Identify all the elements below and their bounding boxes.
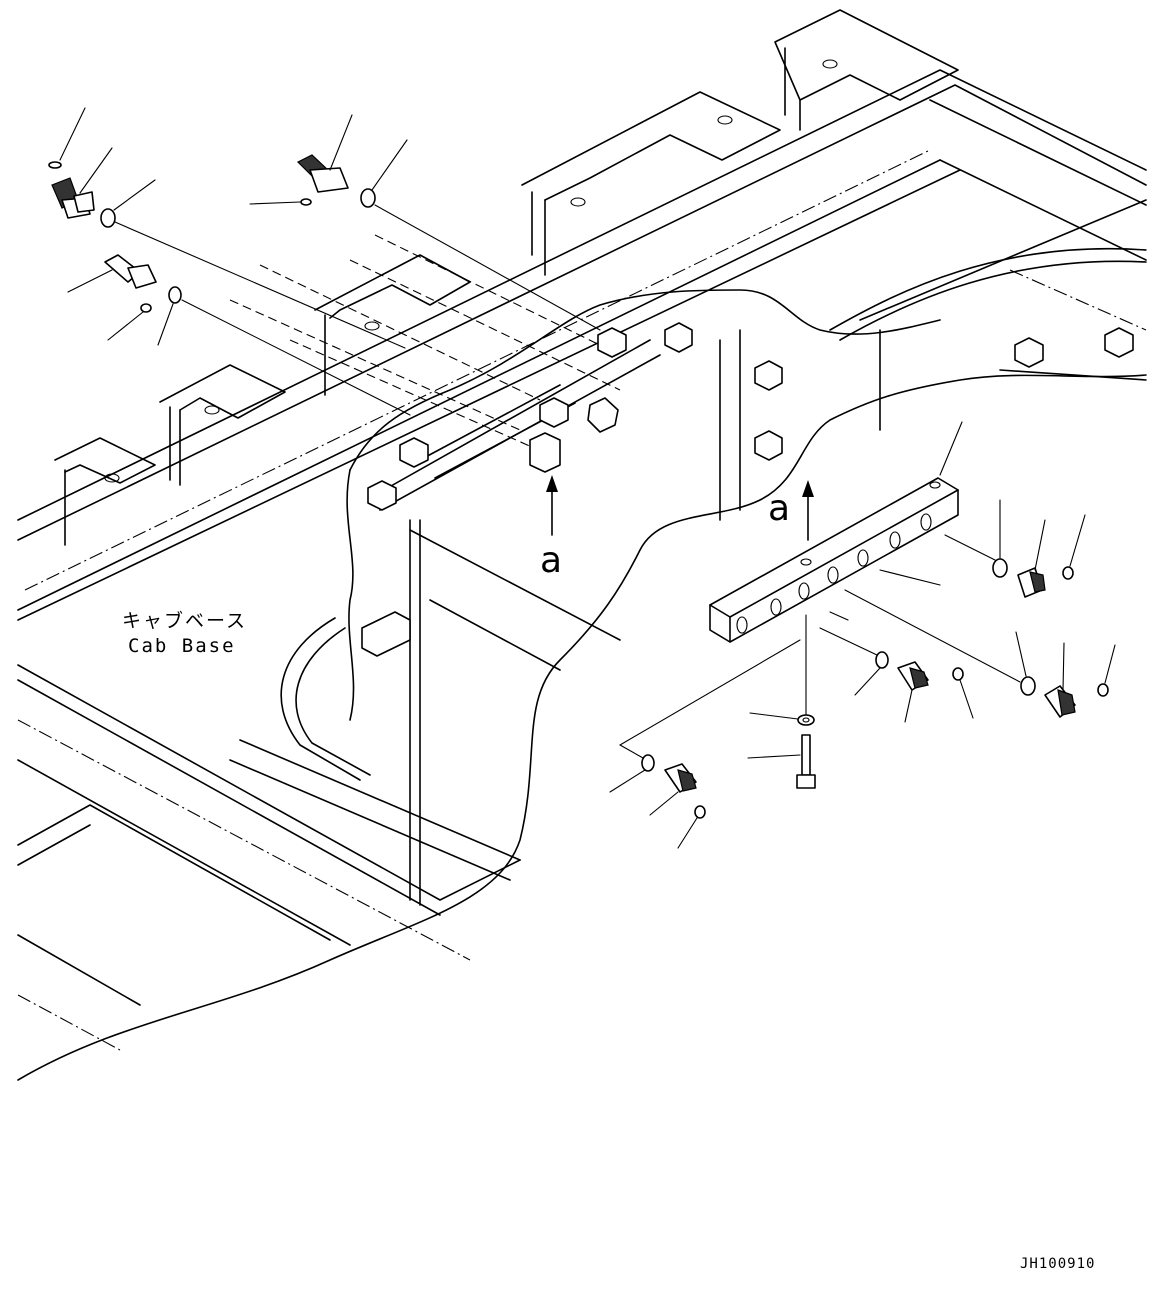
fittings-right-upper [879,499,1086,598]
cutaway-boundary [17,374,1147,1081]
cutaway-boundary-left [346,469,355,721]
washer [749,712,815,726]
cutaway-boundary-upper [349,289,941,471]
cab-base-label-en: Cab Base [128,635,236,657]
tube-channel [374,329,741,906]
straight-fitting-left [67,254,411,416]
view-arrow-right: a [768,480,814,541]
view-mark-left: a [540,540,562,581]
frame-lower [17,529,621,1051]
straight-fitting-top [249,114,601,331]
fittings-right-lower [844,589,1116,718]
frame-upper-beam [17,69,1147,621]
elbow-fitting-left [48,107,406,349]
view-arrow-left: a [540,475,562,581]
frame-brackets [54,9,959,546]
fittings-bottom [609,639,801,849]
distribution-block [709,421,963,643]
fittings-center [819,611,974,723]
mount-blocks [361,322,1134,657]
drawing-code: JH100910 [1020,1256,1095,1272]
view-mark-right: a [768,488,790,529]
hidden-lines [229,234,621,456]
mounting-bolt [747,614,816,789]
frame-right [829,199,1147,431]
cab-base-label-jp: キャブベース [122,609,247,632]
